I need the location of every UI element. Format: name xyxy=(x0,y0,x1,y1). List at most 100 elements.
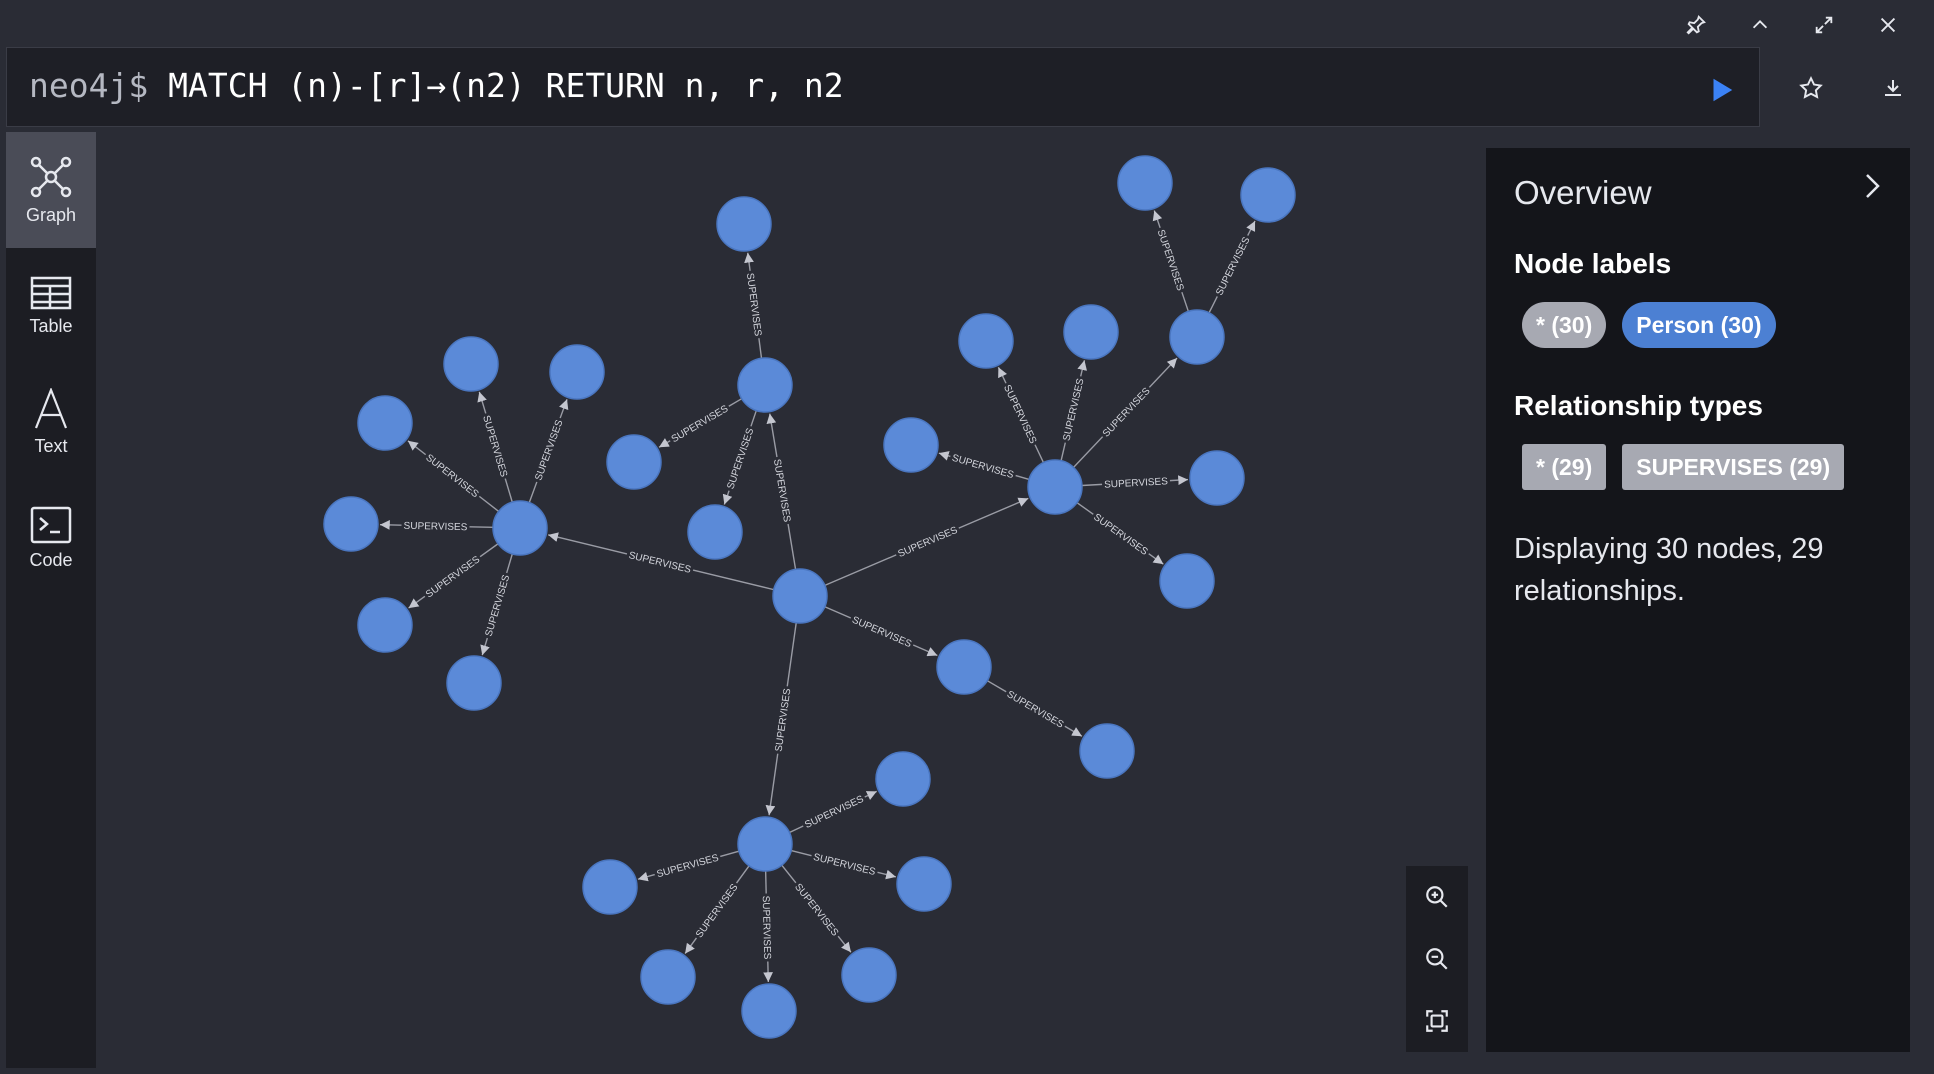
graph-node[interactable] xyxy=(875,751,931,807)
relationship-edge[interactable]: SUPERVISES xyxy=(760,870,773,983)
relationship-label: SUPERVISES xyxy=(1005,689,1066,731)
graph-node[interactable] xyxy=(443,336,499,392)
graph-node[interactable] xyxy=(1169,309,1225,365)
collapse-panel-button[interactable] xyxy=(1852,166,1892,206)
relationship-label: SUPERVISES xyxy=(850,615,913,651)
relationship-label: SUPERVISES xyxy=(792,882,840,939)
relationship-edge[interactable]: SUPERVISES xyxy=(824,606,938,657)
node-label-person-chip[interactable]: Person (30) xyxy=(1622,302,1776,348)
relationship-edge[interactable]: SUPERVISES xyxy=(766,413,797,570)
relationship-label: SUPERVISES xyxy=(774,687,794,752)
sidebar-label-table: Table xyxy=(29,315,73,336)
play-icon xyxy=(1713,78,1733,102)
sidebar-item-graph[interactable]: Graph xyxy=(6,132,96,248)
relationship-edge[interactable]: SUPERVISES xyxy=(637,850,740,882)
relationship-edge[interactable]: SUPERVISES xyxy=(480,553,513,656)
run-button[interactable] xyxy=(1701,70,1741,110)
sidebar-item-code[interactable]: Code xyxy=(6,480,96,596)
collapse-icon[interactable] xyxy=(1728,8,1792,42)
relationship-label: SUPERVISES xyxy=(725,427,756,491)
relationship-types-heading: Relationship types xyxy=(1514,390,1763,421)
relationship-edge[interactable]: SUPERVISES xyxy=(789,790,878,834)
relationship-edge[interactable]: SUPERVISES xyxy=(407,440,500,512)
graph-svg[interactable]: SUPERVISESSUPERVISESSUPERVISESSUPERVISES… xyxy=(96,132,1486,1068)
query-editor[interactable]: neo4j$ MATCH (n)-[r]→(n2) RETURN n, r, n… xyxy=(6,47,1760,127)
relationship-edge[interactable]: SUPERVISES xyxy=(1081,475,1189,491)
graph-node[interactable] xyxy=(772,568,828,624)
node-label-all-chip[interactable]: * (30) xyxy=(1522,302,1607,348)
relationship-label: SUPERVISES xyxy=(896,525,959,560)
relationship-label: SUPERVISES xyxy=(1104,476,1169,491)
relationship-edge[interactable]: SUPERVISES xyxy=(781,864,852,953)
maximize-icon[interactable] xyxy=(1792,8,1856,42)
relationship-edge[interactable]: SUPERVISES xyxy=(528,398,569,503)
query-line[interactable]: neo4j$ MATCH (n)-[r]→(n2) RETURN n, r, n… xyxy=(29,66,844,105)
relationship-edge[interactable]: SUPERVISES xyxy=(684,865,750,954)
graph-node[interactable] xyxy=(1027,459,1083,515)
graph-node[interactable] xyxy=(687,504,743,560)
relationship-edge[interactable]: SUPERVISES xyxy=(765,622,797,816)
relationship-type-supervises-chip[interactable]: SUPERVISES (29) xyxy=(1622,444,1845,490)
graph-node[interactable] xyxy=(357,597,413,653)
result-summary: Displaying 30 nodes, 29 relationships. xyxy=(1514,533,1824,607)
query-text[interactable]: MATCH (n)-[r]→(n2) RETURN n, r, n2 xyxy=(168,66,844,105)
relationship-label: SUPERVISES xyxy=(760,896,773,960)
graph-node[interactable] xyxy=(323,496,379,552)
graph-node[interactable] xyxy=(446,655,502,711)
graph-node[interactable] xyxy=(1063,304,1119,360)
graph-node[interactable] xyxy=(549,344,605,400)
fit-to-screen-button[interactable] xyxy=(1406,990,1468,1052)
relationship-edge[interactable]: SUPERVISES xyxy=(791,849,897,880)
graph-node[interactable] xyxy=(582,859,638,915)
graph-node[interactable] xyxy=(896,856,952,912)
graph-node[interactable] xyxy=(1117,155,1173,211)
sidebar-item-text[interactable]: Text xyxy=(6,364,96,480)
relationship-label: SUPERVISES xyxy=(744,272,763,337)
graph-node[interactable] xyxy=(841,947,897,1003)
overview-title: Overview xyxy=(1514,174,1652,211)
relationship-edge[interactable]: SUPERVISES xyxy=(1076,502,1164,565)
relationship-edge[interactable]: SUPERVISES xyxy=(379,520,494,534)
graph-node[interactable] xyxy=(737,816,793,872)
relationship-edge[interactable]: SUPERVISES xyxy=(1152,210,1190,312)
relationship-edge[interactable]: SUPERVISES xyxy=(1073,357,1178,468)
relationship-edge[interactable]: SUPERVISES xyxy=(1208,220,1256,314)
zoom-out-button[interactable] xyxy=(1406,928,1468,990)
download-icon[interactable] xyxy=(1852,50,1934,126)
relationship-label: SUPERVISES xyxy=(771,458,792,523)
relationship-edge[interactable]: SUPERVISES xyxy=(722,410,757,505)
favorite-star-icon[interactable] xyxy=(1770,50,1852,126)
sidebar-item-table[interactable]: Table xyxy=(6,248,96,364)
zoom-in-icon xyxy=(1426,886,1448,908)
graph-node[interactable] xyxy=(958,313,1014,369)
relationship-type-all-chip[interactable]: * (29) xyxy=(1522,444,1607,490)
relationship-edge[interactable]: SUPERVISES xyxy=(938,451,1030,481)
relationship-label: SUPERVISES xyxy=(951,453,1016,481)
graph-node[interactable] xyxy=(741,983,797,1039)
graph-node[interactable] xyxy=(936,639,992,695)
graph-node[interactable] xyxy=(1159,553,1215,609)
graph-node[interactable] xyxy=(640,949,696,1005)
graph-node[interactable] xyxy=(1189,450,1245,506)
relationship-edge[interactable]: SUPERVISES xyxy=(997,366,1045,463)
graph-node[interactable] xyxy=(1240,167,1296,223)
relationship-edge[interactable]: SUPERVISES xyxy=(824,497,1029,587)
graph-node[interactable] xyxy=(883,417,939,473)
close-icon[interactable] xyxy=(1856,8,1920,42)
graph-node[interactable] xyxy=(1079,723,1135,779)
relationship-edge[interactable]: SUPERVISES xyxy=(744,252,763,359)
relationship-edge[interactable]: SUPERVISES xyxy=(986,680,1083,737)
graph-node[interactable] xyxy=(357,395,413,451)
relationship-edge[interactable]: SUPERVISES xyxy=(477,391,513,503)
pin-icon[interactable] xyxy=(1664,8,1728,42)
graph-node[interactable] xyxy=(716,196,772,252)
result-view-sidebar: Graph Table Text Code xyxy=(6,132,96,1068)
graph-node[interactable] xyxy=(737,357,793,413)
zoom-in-button[interactable] xyxy=(1406,866,1468,928)
relationship-edge[interactable]: SUPERVISES xyxy=(658,398,743,448)
relationship-edge[interactable]: SUPERVISES xyxy=(408,543,499,609)
graph-node[interactable] xyxy=(492,500,548,556)
relationship-edge[interactable]: SUPERVISES xyxy=(1060,360,1087,461)
graph-node[interactable] xyxy=(606,434,662,490)
